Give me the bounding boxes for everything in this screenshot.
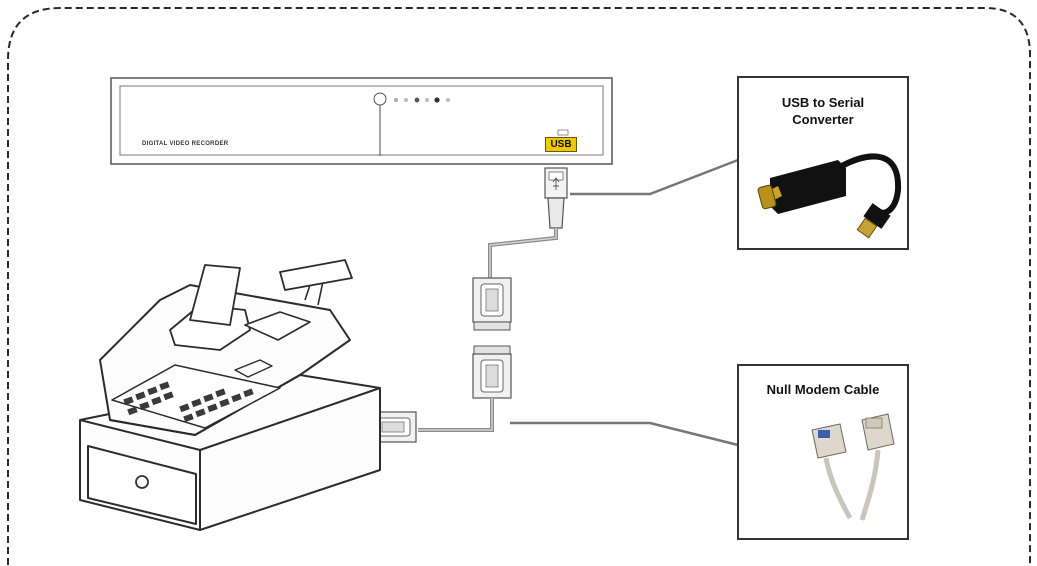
dvr-unit (111, 78, 612, 164)
usb-converter-title-line2: Converter (739, 111, 907, 128)
null-modem-title: Null Modem Cable (739, 381, 907, 398)
null-modem-cable (418, 398, 492, 430)
usb-cable (490, 228, 556, 278)
cash-register (80, 260, 380, 530)
usb-callout-line (570, 160, 738, 194)
usb-plug (545, 168, 567, 228)
drawer-lock (136, 476, 148, 488)
dvr-label: DIGITAL VIDEO RECORDER (142, 141, 228, 147)
dvr-power-button (374, 93, 386, 105)
usb-converter-title-line1: USB to Serial (739, 94, 907, 111)
usb-port-badge: USB (545, 137, 577, 152)
usb-converter-title: USB to Serial Converter (739, 94, 907, 128)
db9-connector-upper (473, 278, 511, 330)
null-modem-callout-line (510, 423, 738, 445)
db9-connector-lower (473, 346, 511, 398)
